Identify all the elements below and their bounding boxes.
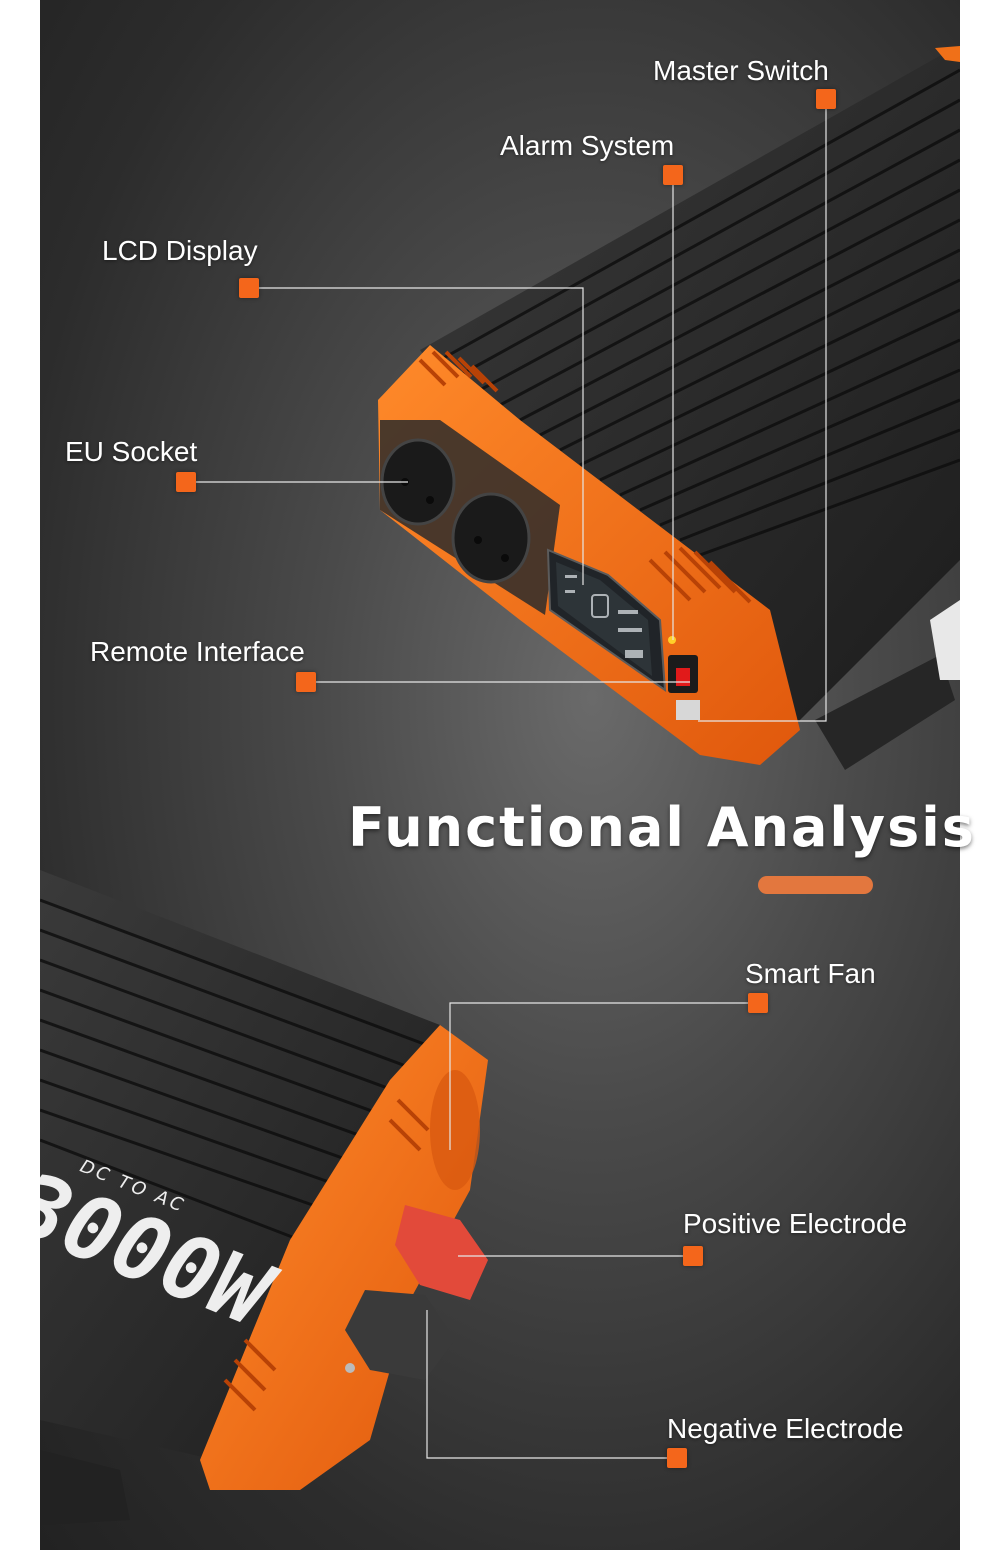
callout-marker-master-switch <box>816 89 836 109</box>
label-smart-fan: Smart Fan <box>745 958 876 989</box>
fan-graphic <box>430 1070 480 1190</box>
label-eu-socket: EU Socket <box>65 436 198 467</box>
positive-terminal-graphic <box>395 1205 488 1300</box>
callout-marker-smart-fan <box>748 993 768 1013</box>
label-master-switch: Master Switch <box>653 55 829 86</box>
top-inverter <box>378 46 960 770</box>
label-negative-electrode: Negative Electrode <box>667 1413 904 1444</box>
alarm-led-graphic <box>668 636 676 644</box>
title-underline-bar <box>758 876 873 894</box>
section-title: Functional Analysis <box>348 796 976 859</box>
callout-marker-remote-interface <box>296 672 316 692</box>
lcd-screen-graphic <box>546 548 667 693</box>
leader-lines <box>186 98 827 1459</box>
remote-port-graphic <box>676 700 700 720</box>
label-positive-electrode: Positive Electrode <box>683 1208 908 1239</box>
label-remote-interface: Remote Interface <box>90 636 305 667</box>
callout-marker-lcd-display <box>239 278 259 298</box>
label-lcd-display: LCD Display <box>102 235 258 266</box>
callout-marker-negative-electrode <box>667 1448 687 1468</box>
callout-marker-eu-socket <box>176 472 196 492</box>
callout-marker-positive-electrode <box>683 1246 703 1266</box>
label-alarm-system: Alarm System <box>500 130 675 161</box>
bottom-inverter: DC TO AC 3000W <box>40 870 488 1525</box>
eu-socket-graphic <box>380 438 531 584</box>
callout-marker-alarm-system <box>663 165 683 185</box>
